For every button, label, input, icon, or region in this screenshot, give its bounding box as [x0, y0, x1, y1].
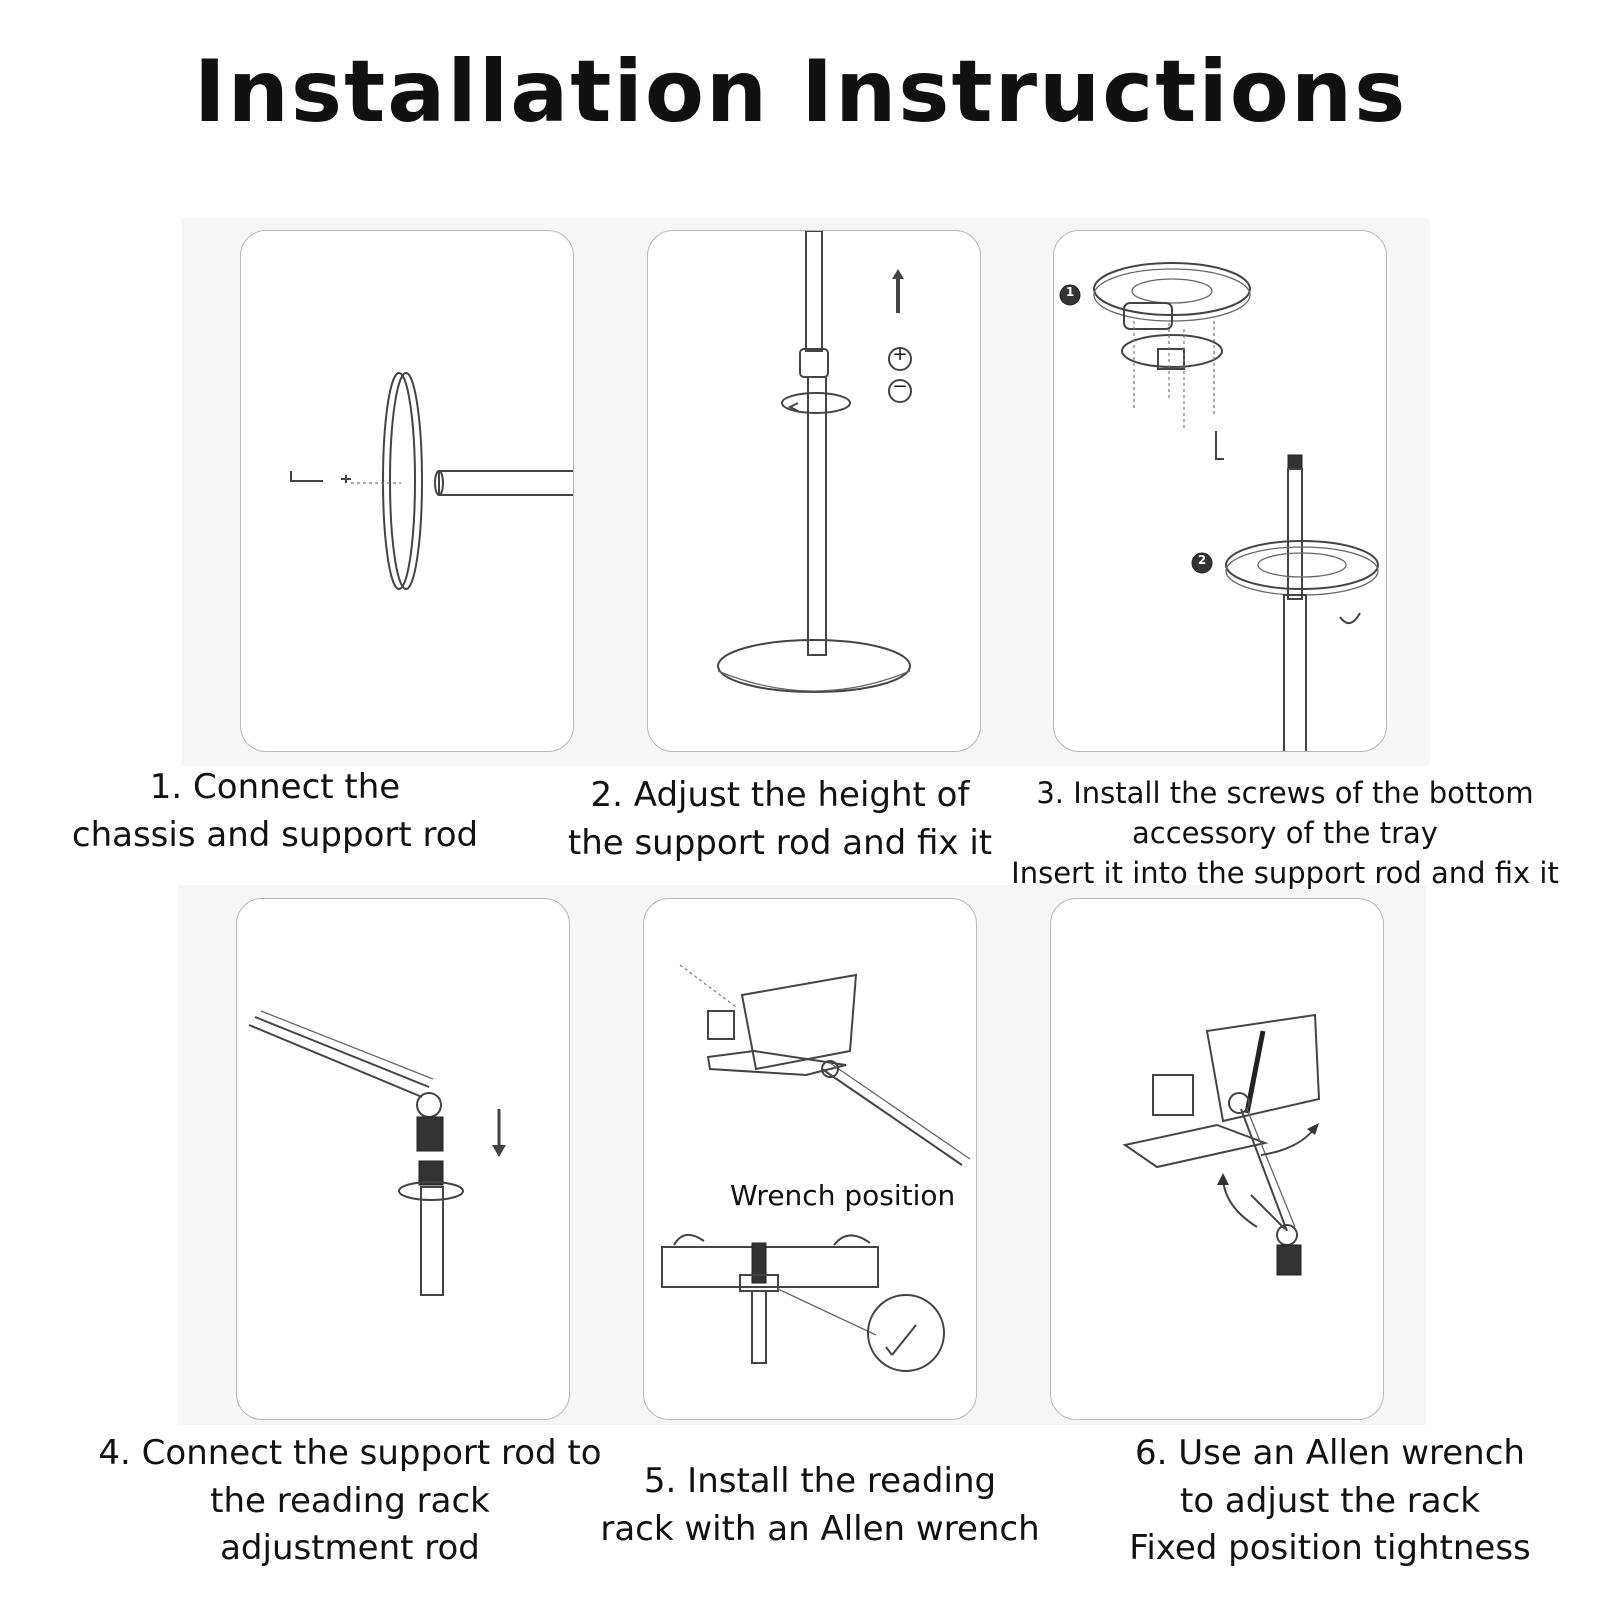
step-6-caption-line-3: Fixed position tightness — [1129, 1528, 1531, 1569]
step-4-caption-line-2: the reading rack — [210, 1480, 490, 1521]
minus-icon: − — [892, 376, 908, 397]
chassis-rod-drawing — [290, 372, 573, 590]
step-marker-1: 1 — [1065, 285, 1075, 299]
height-adjust-drawing — [717, 231, 912, 693]
wrench-position-label: Wrench position — [730, 1179, 956, 1212]
step-4-illustration — [236, 898, 570, 1420]
page-title: Installation Instructions — [193, 42, 1408, 142]
step-3-caption-line-2: accessory of the tray — [1132, 816, 1438, 851]
step-6-caption-line-2: to adjust the rack — [1179, 1480, 1480, 1521]
rack-adjust-drawing — [1122, 1013, 1321, 1276]
step-6-caption: 6. Use an Allen wrench to adjust the rac… — [1080, 1430, 1580, 1573]
step-3-caption-line-3: Insert it into the support rod and fix i… — [1011, 856, 1559, 891]
step-2-caption-line-1: 2. Adjust the height of — [590, 775, 970, 815]
step-marker-2: 2 — [1197, 553, 1207, 567]
step-1-illustration — [240, 230, 574, 752]
step-2-illustration: + − — [647, 230, 981, 752]
step-5-illustration: Wrench position — [643, 898, 977, 1420]
step-3-caption-line-1: 3. Install the screws of the bottom — [1036, 776, 1534, 810]
step-3-illustration: 1 2 — [1053, 230, 1387, 752]
step-1-caption-line-2: chassis and support rod — [71, 814, 479, 855]
step-5-caption: 5. Install the reading rack with an Alle… — [585, 1458, 1055, 1553]
plus-icon: + — [892, 344, 908, 365]
rod-connect-drawing — [248, 1010, 506, 1296]
step-4-caption-line-3: adjustment rod — [220, 1528, 480, 1569]
step-3-caption: 3. Install the screws of the bottom acce… — [975, 773, 1595, 893]
step-2-caption-line-2: the support rod and fix it — [567, 822, 993, 863]
step-4-caption-line-1: 4. Connect the support rod to — [98, 1433, 602, 1473]
step-5-caption-line-2: rack with an Allen wrench — [600, 1508, 1040, 1549]
step-2-caption: 2. Adjust the height of the support rod … — [550, 772, 1010, 867]
step-1-caption: 1. Connect the chassis and support rod — [40, 764, 510, 859]
rack-install-drawing — [661, 964, 971, 1372]
step-6-caption-line-1: 6. Use an Allen wrench — [1135, 1433, 1525, 1473]
step-1-caption-line-1: 1. Connect the — [149, 767, 401, 807]
step-4-caption: 4. Connect the support rod to the readin… — [60, 1430, 640, 1573]
step-6-illustration — [1050, 898, 1384, 1420]
step-5-caption-line-1: 5. Install the reading — [643, 1461, 997, 1501]
tray-screws-drawing — [1059, 262, 1379, 751]
